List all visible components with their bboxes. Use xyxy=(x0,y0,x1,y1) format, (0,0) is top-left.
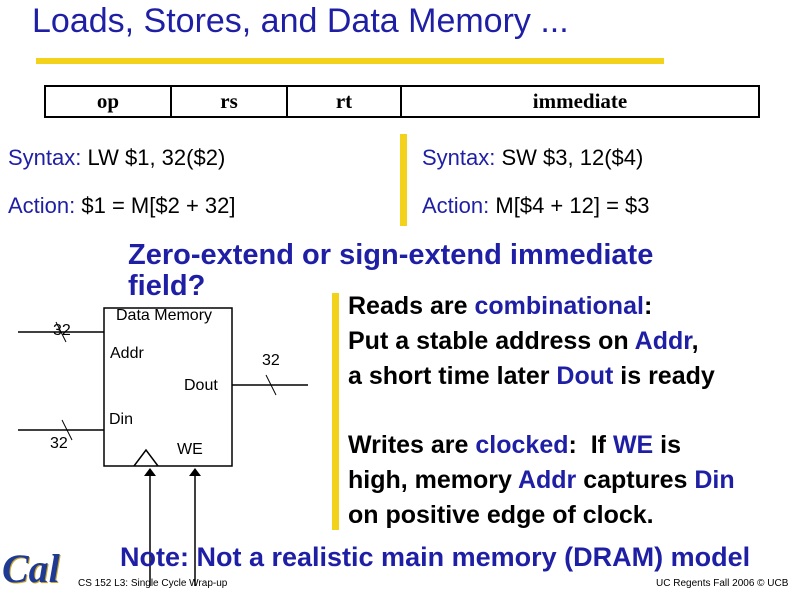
field-rs: rs xyxy=(172,87,288,116)
dout-bus-slash xyxy=(265,374,277,396)
field-op: op xyxy=(46,87,172,116)
store-action: Action: M[$4 + 12] = $3 xyxy=(422,193,650,219)
load-action-label: Action: xyxy=(8,193,76,218)
writes-addr: Addr xyxy=(517,466,577,494)
reads-line2-comma: , xyxy=(691,327,699,355)
addr-width-label: 32 xyxy=(53,322,71,339)
writes-line-2: high, memory Addr captures Din xyxy=(348,463,735,498)
footer-course: CS 152 L3: Single Cycle Wrap-up xyxy=(78,578,228,589)
dout-port-label: Dout xyxy=(184,377,218,394)
writes-we: WE xyxy=(612,431,654,459)
store-syntax-label: Syntax: xyxy=(422,145,496,170)
we-port-label: WE xyxy=(177,441,203,458)
load-syntax-label: Syntax: xyxy=(8,145,82,170)
reads-intro: Reads are xyxy=(348,292,475,320)
writes-intro: Writes are xyxy=(348,431,476,459)
data-memory-diagram xyxy=(18,307,308,586)
store-action-value: M[$4 + 12] = $3 xyxy=(495,193,650,218)
load-action-value: $1 = M[$2 + 32] xyxy=(81,193,236,218)
cal-logo: Cal xyxy=(2,546,60,591)
reads-line-1: Reads are combinational: xyxy=(348,289,652,324)
instruction-format-box: op rs rt immediate xyxy=(44,85,760,118)
reads-line-2: Put a stable address on Addr, xyxy=(348,324,699,359)
load-syntax: Syntax: LW $1, 32($2) xyxy=(8,145,225,171)
footnote: Note: Not a realistic main memory (DRAM)… xyxy=(120,542,751,572)
we-arrow-icon xyxy=(189,468,201,476)
writes-captures: captures xyxy=(576,466,695,494)
din-bus-slash xyxy=(61,419,73,441)
store-syntax-value: SW $3, 12($4) xyxy=(501,145,644,170)
field-rt: rt xyxy=(288,87,402,116)
memory-title: Data Memory xyxy=(116,307,213,324)
reads-line3-text: a short time later xyxy=(348,362,557,390)
reads-colon: : xyxy=(643,292,653,320)
din-width-label: 32 xyxy=(50,435,68,452)
footer-copyright: UC Regents Fall 2006 © UCB xyxy=(656,578,789,589)
memory-block xyxy=(103,307,233,467)
field-immediate: immediate xyxy=(532,89,628,113)
writes-din: Din xyxy=(694,466,735,494)
reads-addr: Addr xyxy=(634,327,692,355)
load-action: Action: $1 = M[$2 + 32] xyxy=(8,193,236,219)
writes-if: : If xyxy=(568,431,613,459)
writes-line-1: Writes are clocked: If WE is xyxy=(348,428,681,463)
dout-width-label: 32 xyxy=(262,352,280,369)
clock-input-triangle xyxy=(133,448,159,467)
addr-port-label: Addr xyxy=(110,345,144,362)
reads-line3-end: is ready xyxy=(613,362,715,390)
extend-question: Zero-extend or sign-extend immediate fie… xyxy=(128,239,654,302)
right-divider xyxy=(332,293,339,530)
writes-clocked: clocked xyxy=(475,431,569,459)
store-action-label: Action: xyxy=(422,193,490,218)
title-underline xyxy=(36,58,664,64)
writes-is: is xyxy=(653,431,682,459)
store-syntax: Syntax: SW $3, 12($4) xyxy=(422,145,643,171)
clock-arrow-icon xyxy=(144,468,156,476)
addr-bus-slash xyxy=(55,321,67,343)
reads-combinational: combinational xyxy=(474,292,644,320)
din-port-label: Din xyxy=(109,411,134,428)
reads-dout: Dout xyxy=(556,362,614,390)
center-divider xyxy=(400,134,407,226)
writes-line-3: on positive edge of clock. xyxy=(348,501,654,529)
slide-title: Loads, Stores, and Data Memory ... xyxy=(32,2,569,40)
reads-line2-text: Put a stable address on xyxy=(348,327,635,355)
writes-line2-text: high, memory xyxy=(348,466,518,494)
reads-line-3: a short time later Dout is ready xyxy=(348,359,715,394)
load-syntax-value: LW $1, 32($2) xyxy=(87,145,226,170)
